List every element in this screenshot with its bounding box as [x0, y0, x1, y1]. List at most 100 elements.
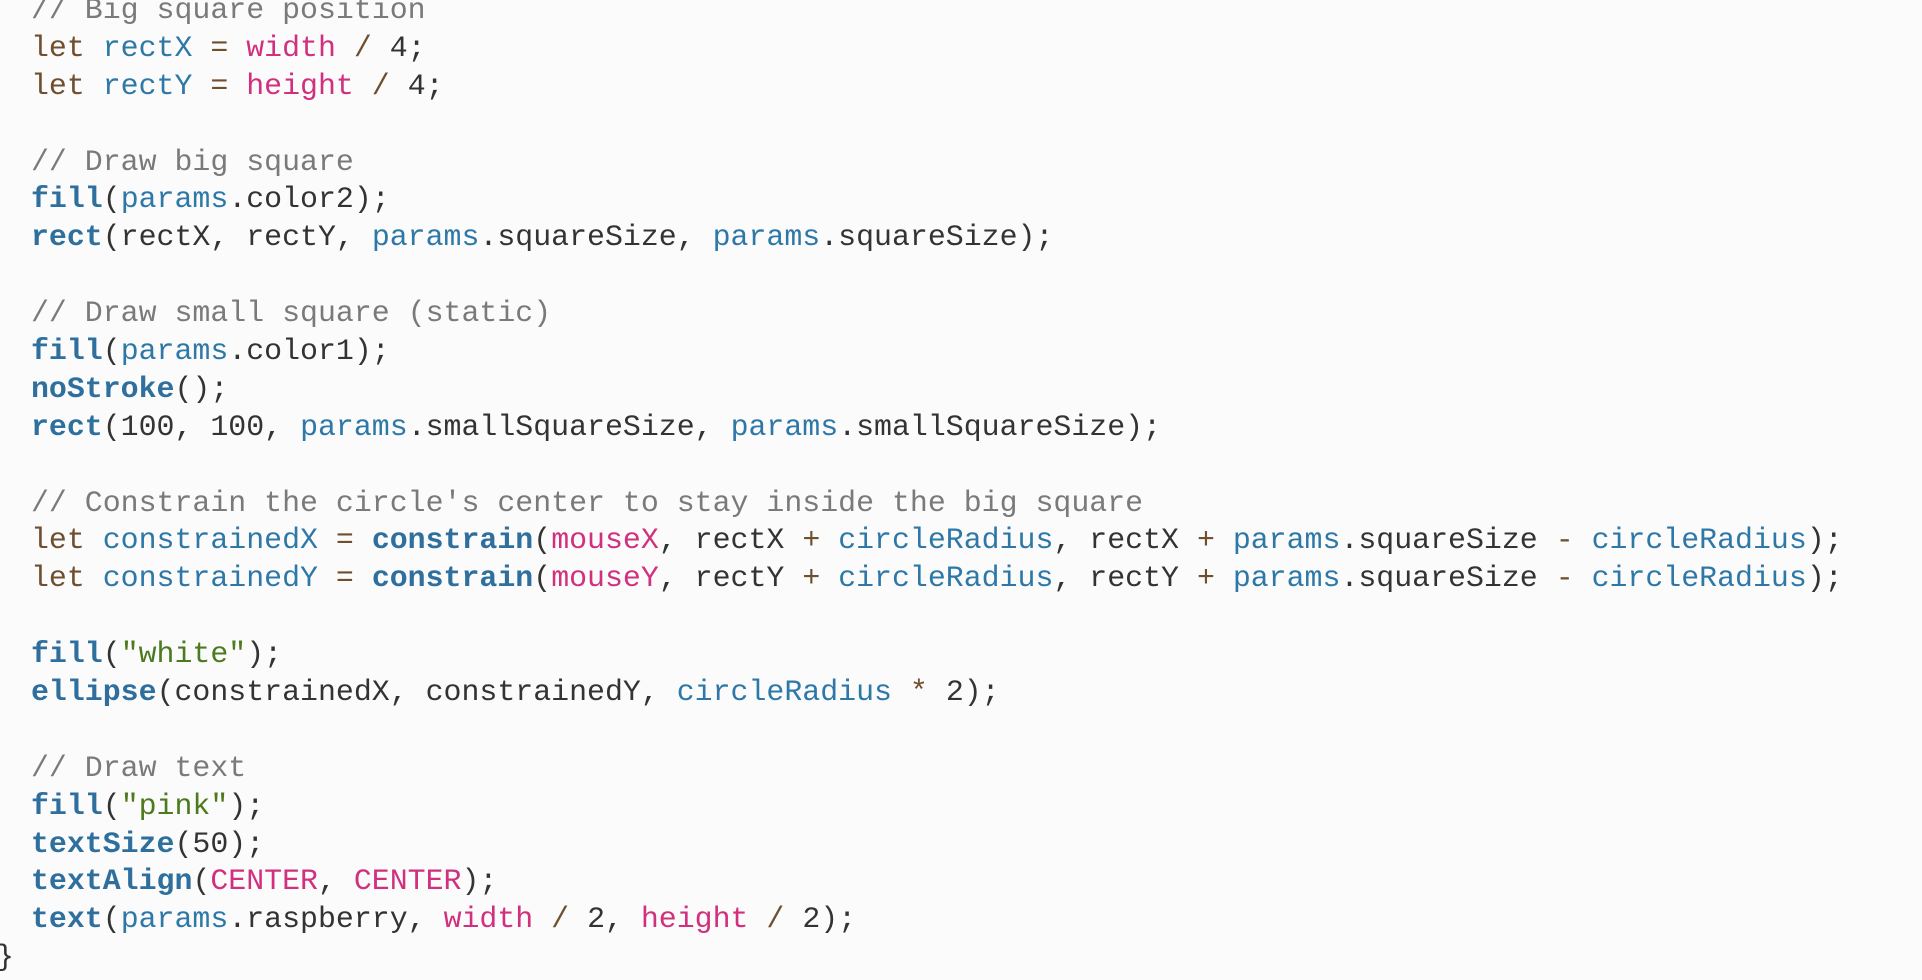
code-comment: // Big square position	[31, 0, 426, 27]
code-comment: // Constrain the circle's center to stay…	[31, 485, 1144, 520]
code-operator: /	[748, 902, 803, 937]
code-function: constrain	[371, 561, 534, 596]
blank-code-line[interactable]	[0, 712, 1922, 750]
code-variable: circleRadius	[676, 675, 892, 710]
code-line[interactable]: let constrainedY = constrain(mouseY, rec…	[0, 560, 1922, 598]
code-operator: /	[533, 902, 588, 937]
code-text: );	[1806, 561, 1843, 596]
code-text: , rectY	[1053, 561, 1197, 596]
code-text: , rectX	[658, 523, 803, 558]
code-text: .color2);	[228, 182, 390, 217]
code-string: "pink"	[120, 788, 229, 823]
code-comment: // Draw small square (static)	[31, 296, 552, 331]
code-text: .squareSize	[1340, 561, 1556, 596]
blank-code-line[interactable]	[0, 257, 1922, 295]
code-text: .squareSize,	[479, 220, 713, 255]
code-line[interactable]: fill(params.color1);	[0, 333, 1922, 371]
code-builtin: width	[246, 30, 336, 65]
code-line[interactable]: rect(100, 100, params.smallSquareSize, p…	[0, 409, 1922, 447]
code-function: fill	[31, 637, 103, 672]
code-text: (	[102, 637, 121, 672]
code-function: rect	[31, 409, 103, 444]
code-function: constrain	[371, 523, 534, 558]
code-function: fill	[31, 334, 103, 369]
code-builtin: height	[640, 902, 749, 937]
code-variable: circleRadius	[838, 523, 1054, 558]
code-variable: params	[712, 220, 821, 255]
code-line[interactable]: rect(rectX, rectY, params.squareSize, pa…	[0, 219, 1922, 257]
code-text: );	[228, 788, 265, 823]
code-text: ();	[174, 371, 229, 406]
code-variable: rectX	[102, 30, 193, 65]
code-line[interactable]: text(params.raspberry, width / 2, height…	[0, 901, 1922, 939]
code-function: fill	[31, 788, 103, 823]
code-operator: +	[802, 523, 839, 558]
code-line[interactable]: fill(params.color2);	[0, 181, 1922, 219]
code-text: (	[533, 561, 552, 596]
code-text: 2);	[802, 902, 857, 937]
code-operator: =	[192, 68, 247, 103]
code-text: );	[461, 864, 498, 899]
code-text: .smallSquareSize,	[407, 409, 731, 444]
code-variable: constrainedY	[102, 561, 318, 596]
code-operator: *	[892, 675, 946, 710]
code-line[interactable]: let rectY = height / 4;	[0, 68, 1922, 106]
code-comment: // Draw big square	[31, 144, 354, 179]
blank-code-line[interactable]	[0, 598, 1922, 636]
code-line[interactable]: // Draw small square (static)	[0, 295, 1922, 333]
code-text: (	[102, 902, 121, 937]
code-text: .squareSize	[1340, 523, 1556, 558]
code-builtin: CENTER	[353, 864, 462, 899]
code-builtin: width	[443, 902, 534, 937]
code-builtin: height	[246, 68, 354, 103]
code-text: , rectX	[1053, 523, 1197, 558]
code-function: fill	[31, 182, 103, 217]
code-line[interactable]: textSize(50);	[0, 826, 1922, 864]
code-text: .squareSize);	[820, 220, 1054, 255]
code-operator: =	[318, 561, 372, 596]
code-text: 2);	[945, 675, 1000, 710]
code-line[interactable]: fill("white");	[0, 636, 1922, 674]
code-keyword: let	[31, 523, 103, 558]
code-variable: circleRadius	[1591, 523, 1807, 558]
code-operator: =	[192, 30, 247, 65]
code-variable: params	[120, 902, 229, 937]
code-text: );	[246, 637, 283, 672]
code-function: noStroke	[31, 371, 175, 406]
blank-code-line[interactable]	[0, 447, 1922, 485]
code-operator: /	[335, 30, 390, 65]
code-text: (	[533, 523, 552, 558]
code-line[interactable]: fill("pink");	[0, 788, 1922, 826]
code-line[interactable]: }	[0, 939, 1922, 977]
code-text: }	[0, 940, 14, 974]
code-function: ellipse	[31, 675, 157, 710]
code-line[interactable]: let rectX = width / 4;	[0, 30, 1922, 68]
code-operator: /	[353, 68, 408, 103]
code-function: text	[31, 902, 103, 937]
code-variable: params	[371, 220, 480, 255]
code-line[interactable]: // Draw big square	[0, 144, 1922, 182]
code-line[interactable]: // Big square position	[0, 0, 1922, 30]
blank-code-line[interactable]	[0, 106, 1922, 144]
code-variable: params	[120, 182, 229, 217]
code-operator: +	[802, 561, 839, 596]
code-line[interactable]: textAlign(CENTER, CENTER);	[0, 863, 1922, 901]
code-text: 2,	[587, 902, 641, 937]
code-builtin: mouseX	[551, 523, 659, 558]
code-line[interactable]: ellipse(constrainedX, constrainedY, circ…	[0, 674, 1922, 712]
code-variable: params	[1232, 523, 1341, 558]
code-variable: params	[730, 409, 839, 444]
code-line[interactable]: // Constrain the circle's center to stay…	[0, 485, 1922, 523]
code-variable: circleRadius	[838, 561, 1054, 596]
code-text: (50);	[174, 826, 265, 861]
code-text: (	[102, 182, 121, 217]
code-text: ,	[318, 864, 354, 899]
code-line[interactable]: noStroke();	[0, 371, 1922, 409]
code-line[interactable]: // Draw text	[0, 750, 1922, 788]
code-operator: -	[1555, 523, 1592, 558]
code-line[interactable]: let constrainedX = constrain(mouseX, rec…	[0, 522, 1922, 560]
code-variable: rectY	[102, 68, 193, 103]
code-function: textSize	[31, 826, 175, 861]
code-variable: constrainedX	[102, 523, 318, 558]
